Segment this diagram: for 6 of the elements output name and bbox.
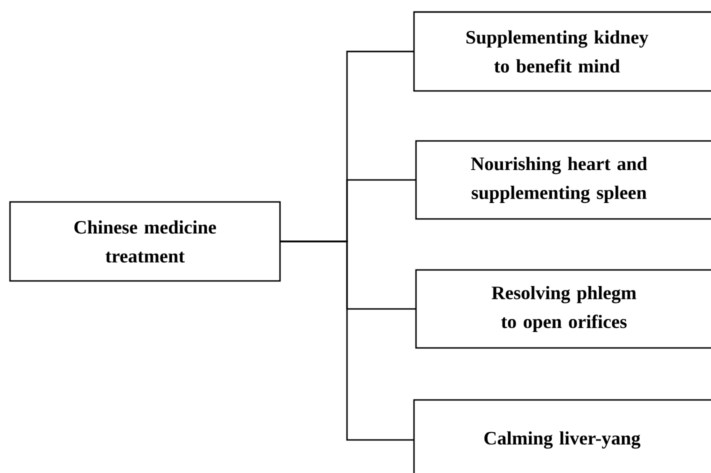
process-box: Nourishing heart and supplementing spleen [415, 140, 711, 220]
process-box: Calming liver-yang [413, 399, 711, 473]
process-box: Chinese medicine treatment [9, 201, 281, 282]
connector-line [280, 240, 414, 441]
process-box: Supplementing kidney to benefit mind [413, 11, 711, 92]
process-box: Resolving phlegm to open orifices [415, 269, 711, 349]
